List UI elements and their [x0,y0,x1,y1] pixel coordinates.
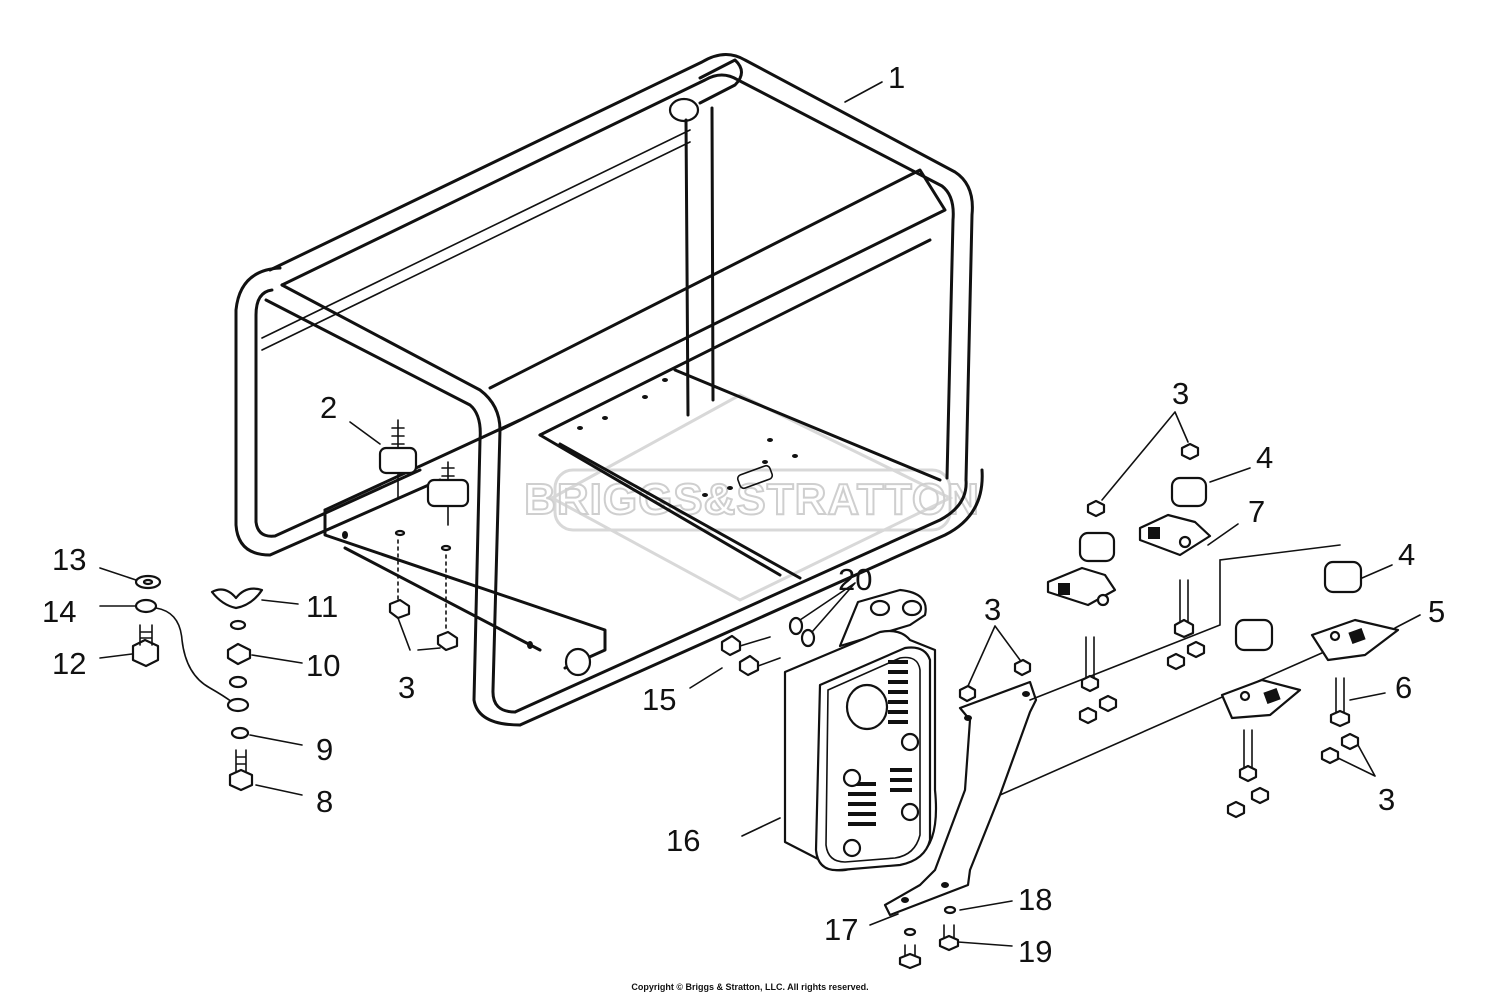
callout-5: 5 [1428,594,1445,629]
callout-20: 20 [838,562,872,597]
muffler-bracket [883,544,1341,970]
callout-10: 10 [306,648,340,683]
callout-14: 14 [42,594,76,629]
callout-labels: 1 2 3 3 3 3 4 4 5 6 7 8 9 10 11 12 13 14… [42,60,1445,969]
muffler-bolts [720,588,927,677]
callout-7: 7 [1248,494,1265,529]
leader-lines [99,81,1421,947]
isolator-mounts [378,419,470,633]
callout-3-bottom: 3 [1378,782,1395,817]
callout-17: 17 [824,912,858,947]
callout-3-top: 3 [1172,376,1189,411]
callout-3-bracket: 3 [984,592,1001,627]
callout-12: 12 [52,646,86,681]
copyright-notice: Copyright © Briggs & Stratton, LLC. All … [631,982,869,992]
callout-4-upper: 4 [1256,440,1273,475]
engine-mounts [1046,442,1400,819]
callout-18: 18 [1018,882,1052,917]
callout-15: 15 [642,682,676,717]
callout-8: 8 [316,784,333,819]
callout-13: 13 [52,542,86,577]
watermark-text: BRIGGS&STRATTON [524,475,980,524]
muffler [783,629,938,872]
frame-nuts [388,598,459,652]
callout-1: 1 [888,60,905,95]
callout-11: 11 [306,589,338,624]
callout-16: 16 [666,823,700,858]
frame-tube [234,53,984,727]
callout-19: 19 [1018,934,1052,969]
callout-2: 2 [320,390,337,425]
callout-4-lower: 4 [1398,537,1415,572]
callout-9: 9 [316,732,333,767]
watermark-logo: BRIGGS&STRATTON [523,393,980,602]
callout-6: 6 [1395,670,1412,705]
callout-3-frame: 3 [398,670,415,705]
ground-hardware [131,574,264,792]
